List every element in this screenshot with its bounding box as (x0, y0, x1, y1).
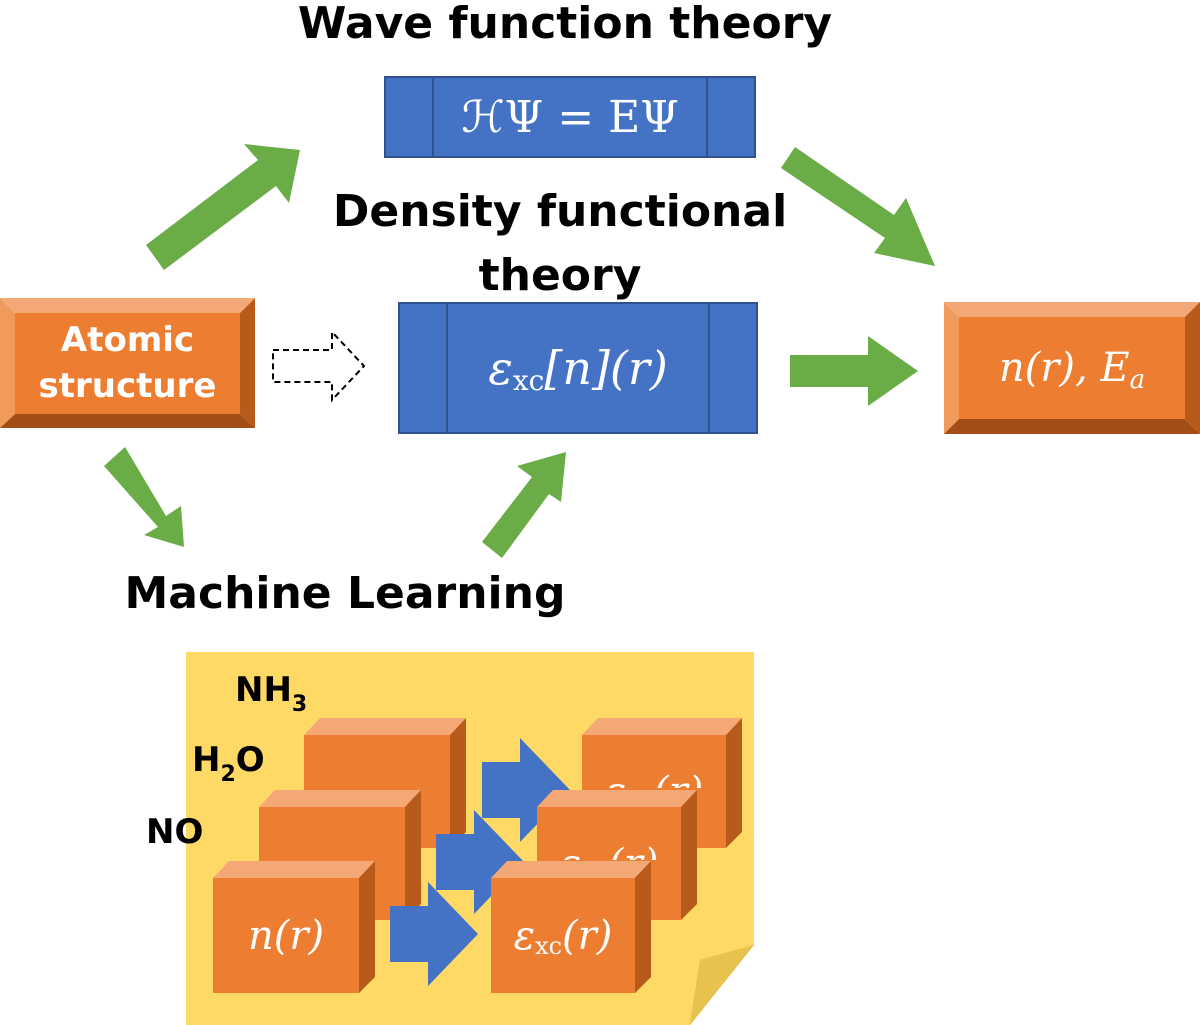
blue-arrow-front (390, 882, 478, 986)
exc-symbol: ε (488, 341, 513, 395)
green-arrow-dft-to-output (790, 336, 918, 406)
output-back-arg: (r) (653, 769, 703, 789)
dft-title-line2: theory (478, 250, 642, 301)
input-cube-front (213, 861, 375, 993)
output-cube-front (491, 861, 651, 993)
wave-function-theory-title: Wave function theory (297, 0, 833, 49)
molecule-label-no: NO (146, 812, 204, 852)
output-box (944, 302, 1200, 434)
output-middle-arg: (r) (608, 841, 658, 861)
output-front-eps: ε (513, 912, 536, 959)
dashed-arrow-atomic-to-dft (272, 329, 366, 403)
schrodinger-equation: ℋΨ = EΨ (461, 91, 679, 143)
output-back-sub: xc (626, 788, 653, 789)
output-subscript: a (1129, 365, 1146, 395)
atomic-structure-line2: structure (38, 366, 217, 406)
blue-arrow-middle (436, 810, 524, 914)
green-arrow-wft-to-output (781, 147, 935, 266)
blue-arrow-back (482, 738, 570, 842)
dft-title-line1: Density functional (332, 186, 788, 237)
output-front-arg: (r) (562, 912, 613, 959)
exc-argument: [n](r) (544, 341, 668, 395)
output-middle-eps: ε (560, 841, 581, 861)
atomic-structure-box (0, 298, 255, 428)
exc-subscript: xc (512, 363, 545, 397)
molecule-label-nh3: NH3 (235, 670, 308, 717)
output-cube-back-label: εxc(r) (582, 735, 726, 789)
machine-learning-title: Machine Learning (124, 568, 566, 619)
output-front-sub: xc (535, 931, 563, 960)
schrodinger-box: ℋΨ = EΨ (384, 76, 756, 158)
molecule-label-h2o: H2O (192, 740, 265, 787)
input-cube-front-label: n(r) (247, 912, 325, 959)
green-arrow-ml-to-dft (482, 452, 566, 558)
green-arrow-up-to-wft (146, 144, 300, 270)
green-arrow-atomic-to-ml (104, 447, 184, 547)
output-middle-sub: xc (581, 860, 608, 861)
atomic-structure-line1: Atomic (60, 320, 195, 360)
output-main: n(r), E (998, 345, 1130, 391)
output-back-eps: ε (605, 769, 626, 789)
output-cube-middle-label: εxc(r) (537, 807, 681, 861)
